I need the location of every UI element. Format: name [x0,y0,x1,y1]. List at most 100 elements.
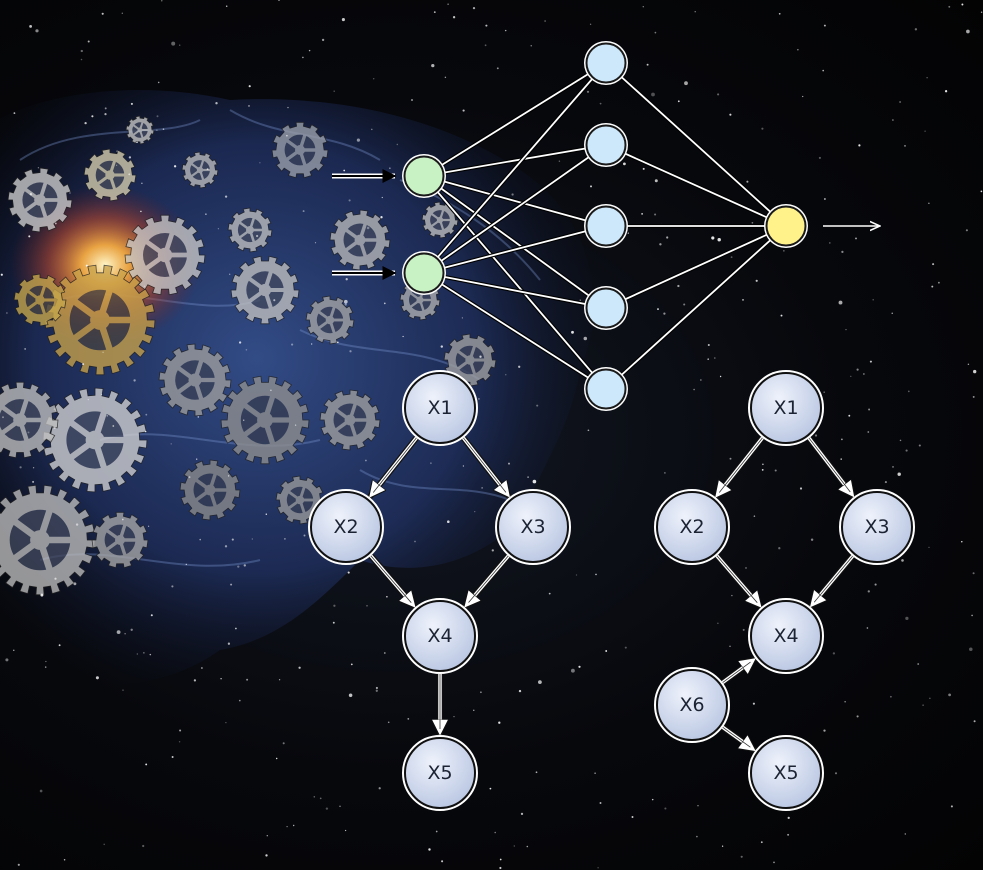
nn-edge [423,144,607,274]
star [858,144,861,147]
star [143,652,145,654]
gear-icon [227,207,273,253]
gear-icon [319,389,381,451]
star [185,563,187,566]
star [171,585,174,588]
star [39,789,43,793]
star [654,31,657,34]
star [266,834,269,837]
star [931,285,934,288]
star [45,660,47,663]
star [586,90,590,93]
star [80,49,83,53]
star [922,704,924,706]
graph-right-nodes: X1 X2 X3 X4 X6 X5 [654,370,915,811]
star [707,343,710,347]
star [961,3,964,6]
star [80,58,83,61]
star [742,299,744,301]
star [27,431,30,434]
node-label: X3 [864,516,889,538]
star [124,633,126,635]
star [499,858,502,861]
star [707,358,709,360]
star [480,691,482,694]
star [778,12,781,15]
star [293,824,295,827]
star [700,379,702,381]
star [44,666,47,668]
star [156,115,159,118]
star [275,757,278,760]
star [518,689,522,693]
star [511,193,514,196]
star [348,199,351,202]
star [337,341,339,344]
gear-icon [421,201,459,239]
graph-edge-center [716,555,758,603]
star [683,303,686,306]
star [918,444,921,447]
star [197,416,200,418]
star [589,23,592,25]
nn-hidden-node [585,368,627,410]
nn-edge [423,62,607,274]
star [518,365,521,368]
star [278,679,281,681]
graph-edge-center [372,437,417,493]
nn-input-node [403,252,445,294]
star [452,16,456,19]
star [115,164,118,166]
gear-icon [83,148,137,202]
star [344,829,347,832]
star [892,119,894,121]
star [441,860,444,863]
gear-icon [0,381,59,459]
star [179,729,182,732]
star [980,190,983,193]
star [971,614,973,617]
star [980,11,983,14]
star [508,462,510,465]
star [579,299,581,301]
graph-edge-center [370,555,412,603]
star [884,481,887,484]
star [932,263,935,266]
star [548,592,551,595]
star [536,404,539,407]
gear-icon [91,511,149,569]
star [623,162,626,166]
star [100,393,103,396]
star [774,469,777,472]
graph-left-node-x3: X3 [495,489,571,565]
nn-edge [605,144,787,227]
star [485,24,488,27]
star [907,390,910,393]
star [302,210,305,213]
star [287,106,289,109]
star [156,129,158,132]
star [742,628,745,631]
star [35,29,39,33]
star [730,256,733,259]
node-label: X5 [773,762,798,784]
star [201,667,203,669]
graph-left-node-x5: X5 [402,735,478,811]
star [848,414,851,417]
nn-hidden-node [585,287,627,329]
star [899,101,902,103]
star [372,77,375,80]
star [532,479,537,484]
star [319,797,322,800]
graph-edge-center [463,437,507,493]
star [627,232,629,234]
star [753,515,756,517]
nn-output-node [765,205,807,247]
star [251,538,253,540]
star [381,196,383,199]
gear-icon [443,333,497,387]
star [235,627,237,630]
nn-nodes [402,41,808,411]
star [693,388,695,391]
